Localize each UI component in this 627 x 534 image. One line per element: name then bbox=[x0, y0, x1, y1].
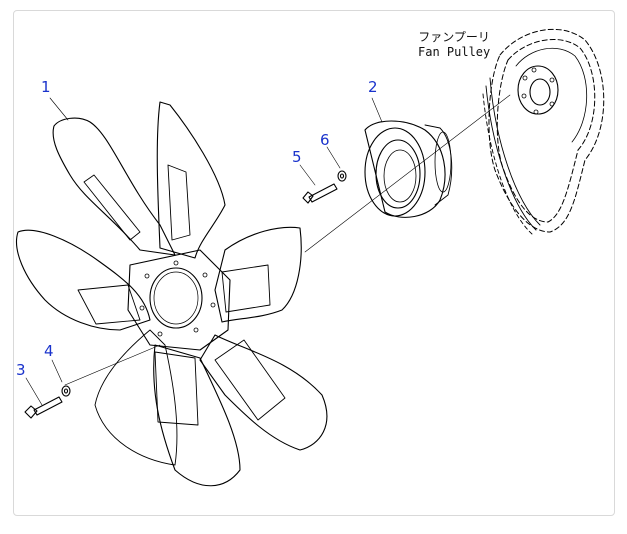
center-lines bbox=[25, 94, 511, 406]
fan-assembly bbox=[16, 101, 328, 487]
callout-2[interactable]: 2 bbox=[368, 78, 378, 96]
fan-blade-left bbox=[16, 229, 151, 331]
fan-blade-upper-left bbox=[52, 117, 176, 256]
diagram-frame bbox=[13, 10, 615, 516]
washer-part-6 bbox=[337, 170, 347, 182]
callout-5[interactable]: 5 bbox=[292, 148, 302, 166]
pulley-hub bbox=[517, 65, 559, 115]
fan-hub-plate bbox=[127, 249, 231, 351]
callout-3[interactable]: 3 bbox=[16, 361, 26, 379]
fan-pulley-label-jp: ファンプーリ bbox=[418, 30, 490, 44]
fan-blade-lower-right bbox=[199, 334, 328, 451]
fan-blade-lower-left bbox=[94, 329, 178, 466]
fan-belt bbox=[482, 77, 541, 235]
washer-part-4 bbox=[61, 385, 71, 397]
fan-blade-bottom bbox=[153, 344, 241, 487]
fan-hub-bolt-holes bbox=[139, 260, 216, 337]
callout-6[interactable]: 6 bbox=[320, 131, 330, 149]
fan-blade-right bbox=[214, 226, 302, 323]
fan-pulley-label: ファンプーリ Fan Pulley bbox=[418, 30, 490, 60]
fan-pulley-label-en: Fan Pulley bbox=[418, 45, 491, 59]
fan-center-bore bbox=[149, 267, 203, 329]
fan-blade-top bbox=[156, 101, 226, 259]
spacer-part bbox=[364, 120, 453, 218]
callout-4[interactable]: 4 bbox=[44, 342, 54, 360]
fan-pulley bbox=[488, 28, 605, 233]
bolt-part-3 bbox=[24, 396, 63, 419]
callout-1[interactable]: 1 bbox=[41, 78, 51, 96]
bolt-part-5 bbox=[302, 183, 338, 204]
